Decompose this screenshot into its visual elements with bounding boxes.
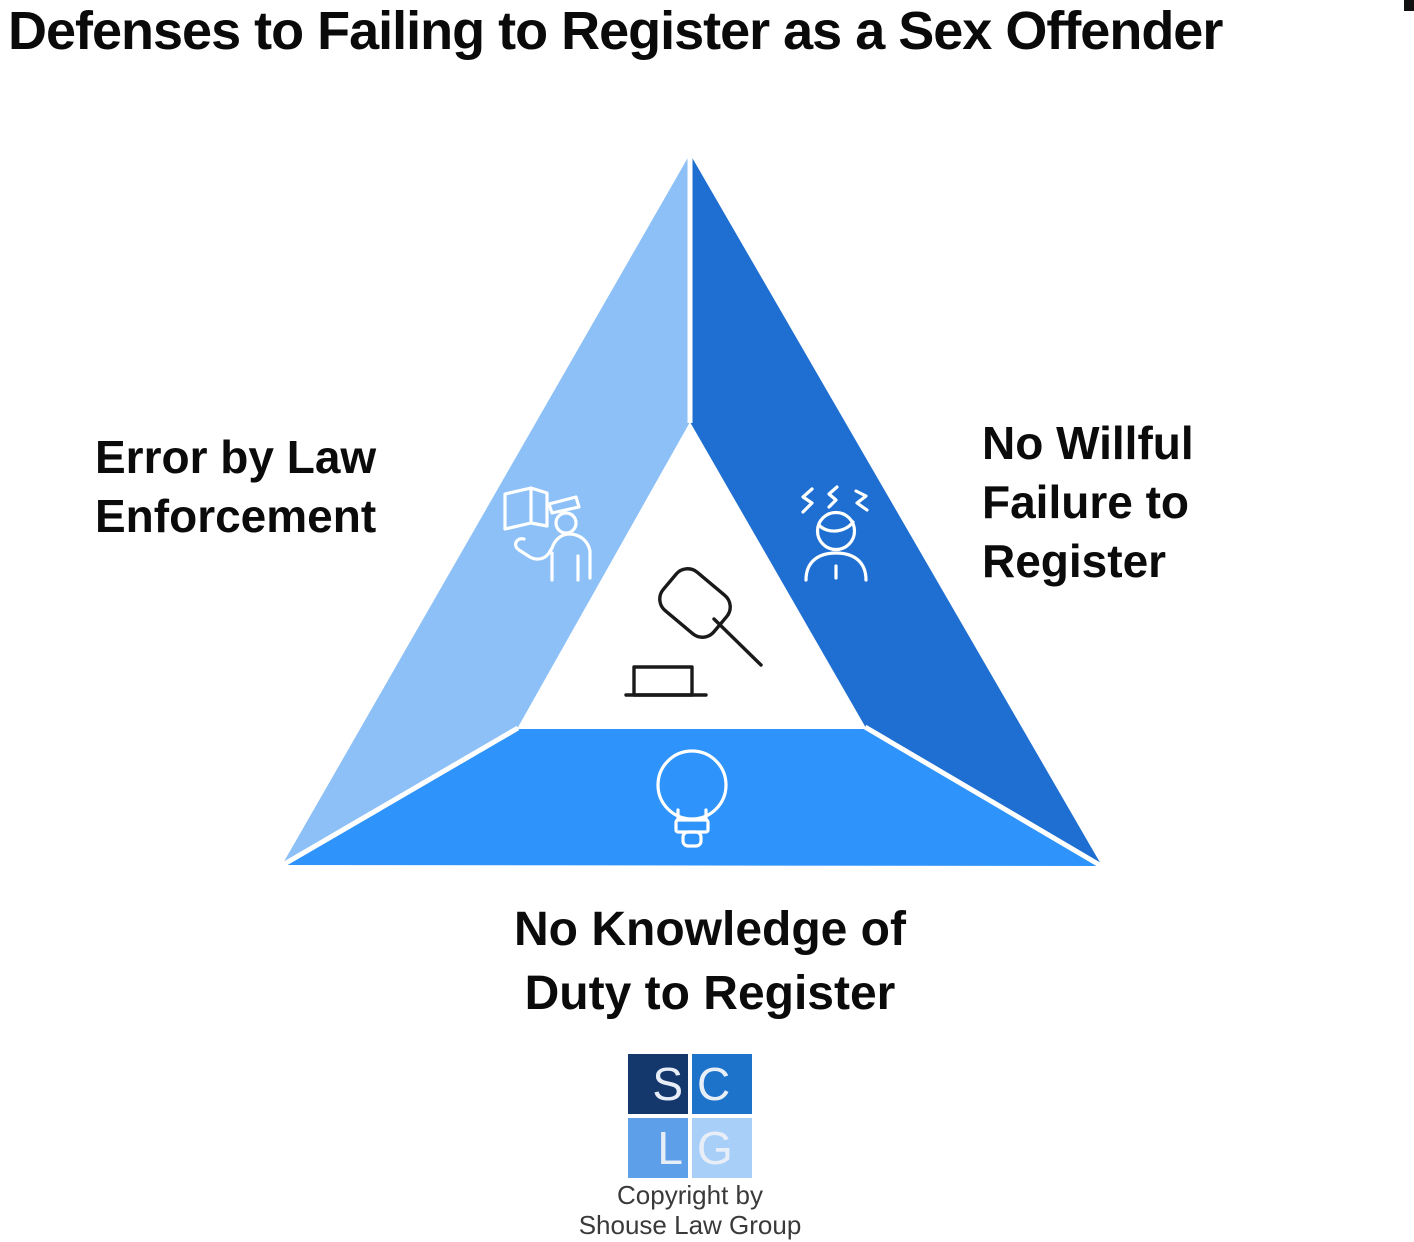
label-no-knowledge-of-duty: No Knowledge of Duty to Register [360,898,1060,1026]
logo-tile-c: C [692,1054,752,1114]
label-line: Failure to [982,476,1190,528]
logo-tile-g: G [692,1118,752,1178]
corner-mark [1404,0,1414,11]
logo-tile-l: L [628,1118,688,1178]
label-error-by-law-enforcement: Error by Law Enforcement [95,428,376,546]
label-line: Duty to Register [524,967,896,1020]
segment-bottom-shape [282,729,1102,866]
copyright-line: Shouse Law Group [578,1210,802,1240]
copyright-notice: Copyright by Shouse Law Group [490,1180,890,1240]
copyright-line: Copyright by [617,1180,763,1210]
lightbulb-icon [656,749,728,848]
label-line: No Willful [982,417,1194,469]
gavel-icon [624,567,763,697]
segment-dividers [279,152,1105,870]
label-line: Error by Law [95,431,377,483]
stressed-person-icon [801,485,869,582]
label-line: No Knowledge of [514,903,906,956]
segment-right-shape [690,154,1102,866]
shouse-law-group-logo: S C L G [628,1054,752,1178]
label-line: Register [982,535,1167,587]
page-title: Defenses to Failing to Register as a Sex… [8,1,1223,61]
label-line: Enforcement [95,490,377,542]
segment-left-shape [282,154,690,865]
logo-tile-s: S [628,1054,688,1114]
label-no-willful-failure: No Willful Failure to Register [982,414,1194,591]
police-officer-icon [503,486,592,582]
